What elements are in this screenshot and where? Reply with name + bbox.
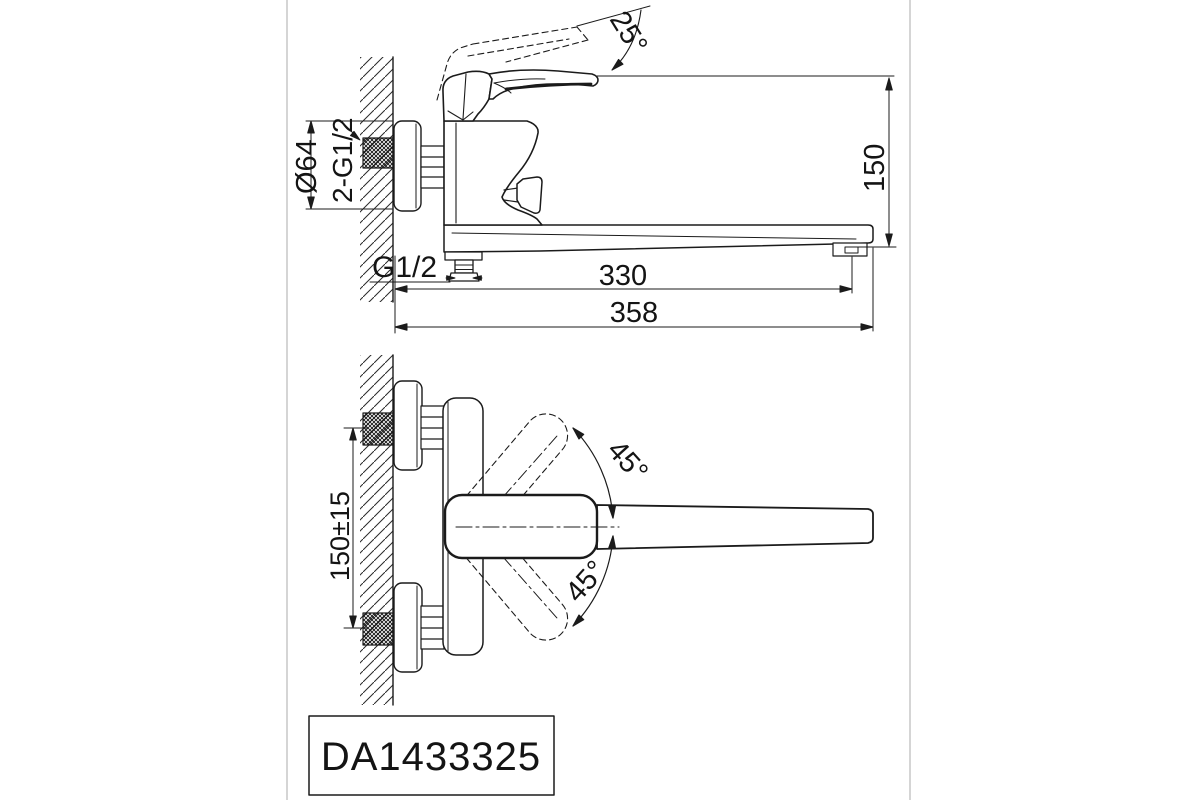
wall-hatch: [360, 57, 393, 302]
diverter-knob: [503, 176, 543, 214]
swivel-arc-up: [570, 425, 617, 519]
label-wall-thread: 2-G1/2: [327, 117, 358, 203]
label-handle-angle: 25°: [603, 6, 653, 60]
dimension-height-150: [857, 77, 897, 248]
label-flange-diameter: Ø64: [291, 139, 323, 194]
label-swivel-up: 45°: [601, 434, 654, 488]
label-swivel-down: 45°: [559, 555, 612, 609]
spout: [443, 224, 874, 257]
eccentric-fitting-top: [362, 412, 394, 446]
escutcheon-flange: [393, 120, 422, 212]
spout-taper-line: [451, 232, 857, 240]
eccentric-fitting: [362, 137, 394, 169]
faucet-body: [443, 120, 543, 226]
dimension-handle-angle: [576, 5, 895, 77]
title-box: [308, 715, 555, 796]
label-outlet-thread: G1/2: [372, 251, 437, 284]
aerator-inner: [844, 246, 859, 254]
label-reach-330: 330: [599, 260, 647, 292]
shower-outlet: [444, 251, 483, 282]
side-view: [305, 5, 897, 334]
label-height-150: 150: [859, 144, 891, 192]
eccentric-fitting-bottom: [362, 612, 394, 646]
dimension-reach-330: [394, 255, 853, 334]
lever-handle: [442, 69, 599, 122]
swivel-arc-down: [570, 535, 617, 629]
dimension-flange-diameter: [305, 120, 393, 210]
escutcheon-flange-top: [393, 380, 423, 471]
dimension-spacing-150-15: [343, 427, 369, 629]
leader-wall-thread: [341, 121, 363, 143]
dimension-depth-358: [394, 247, 874, 332]
spout-swivel-position-down: [451, 512, 569, 641]
aerator: [832, 242, 868, 257]
product-code: DA1433325: [321, 735, 541, 779]
spout-plan: [596, 504, 874, 550]
connection-nut-bottom: [420, 605, 445, 650]
connection-nut: [420, 145, 445, 189]
plan-view: [308, 354, 874, 796]
handle-open-position-dashed: [436, 26, 589, 101]
connection-nut-top: [420, 405, 445, 450]
wall-hatch-plan: [360, 355, 393, 705]
label-depth-358: 358: [610, 297, 658, 329]
label-spacing: 150±15: [325, 491, 355, 581]
escutcheon-flange-bottom: [393, 582, 423, 673]
spout-swivel-position-up: [451, 413, 569, 542]
